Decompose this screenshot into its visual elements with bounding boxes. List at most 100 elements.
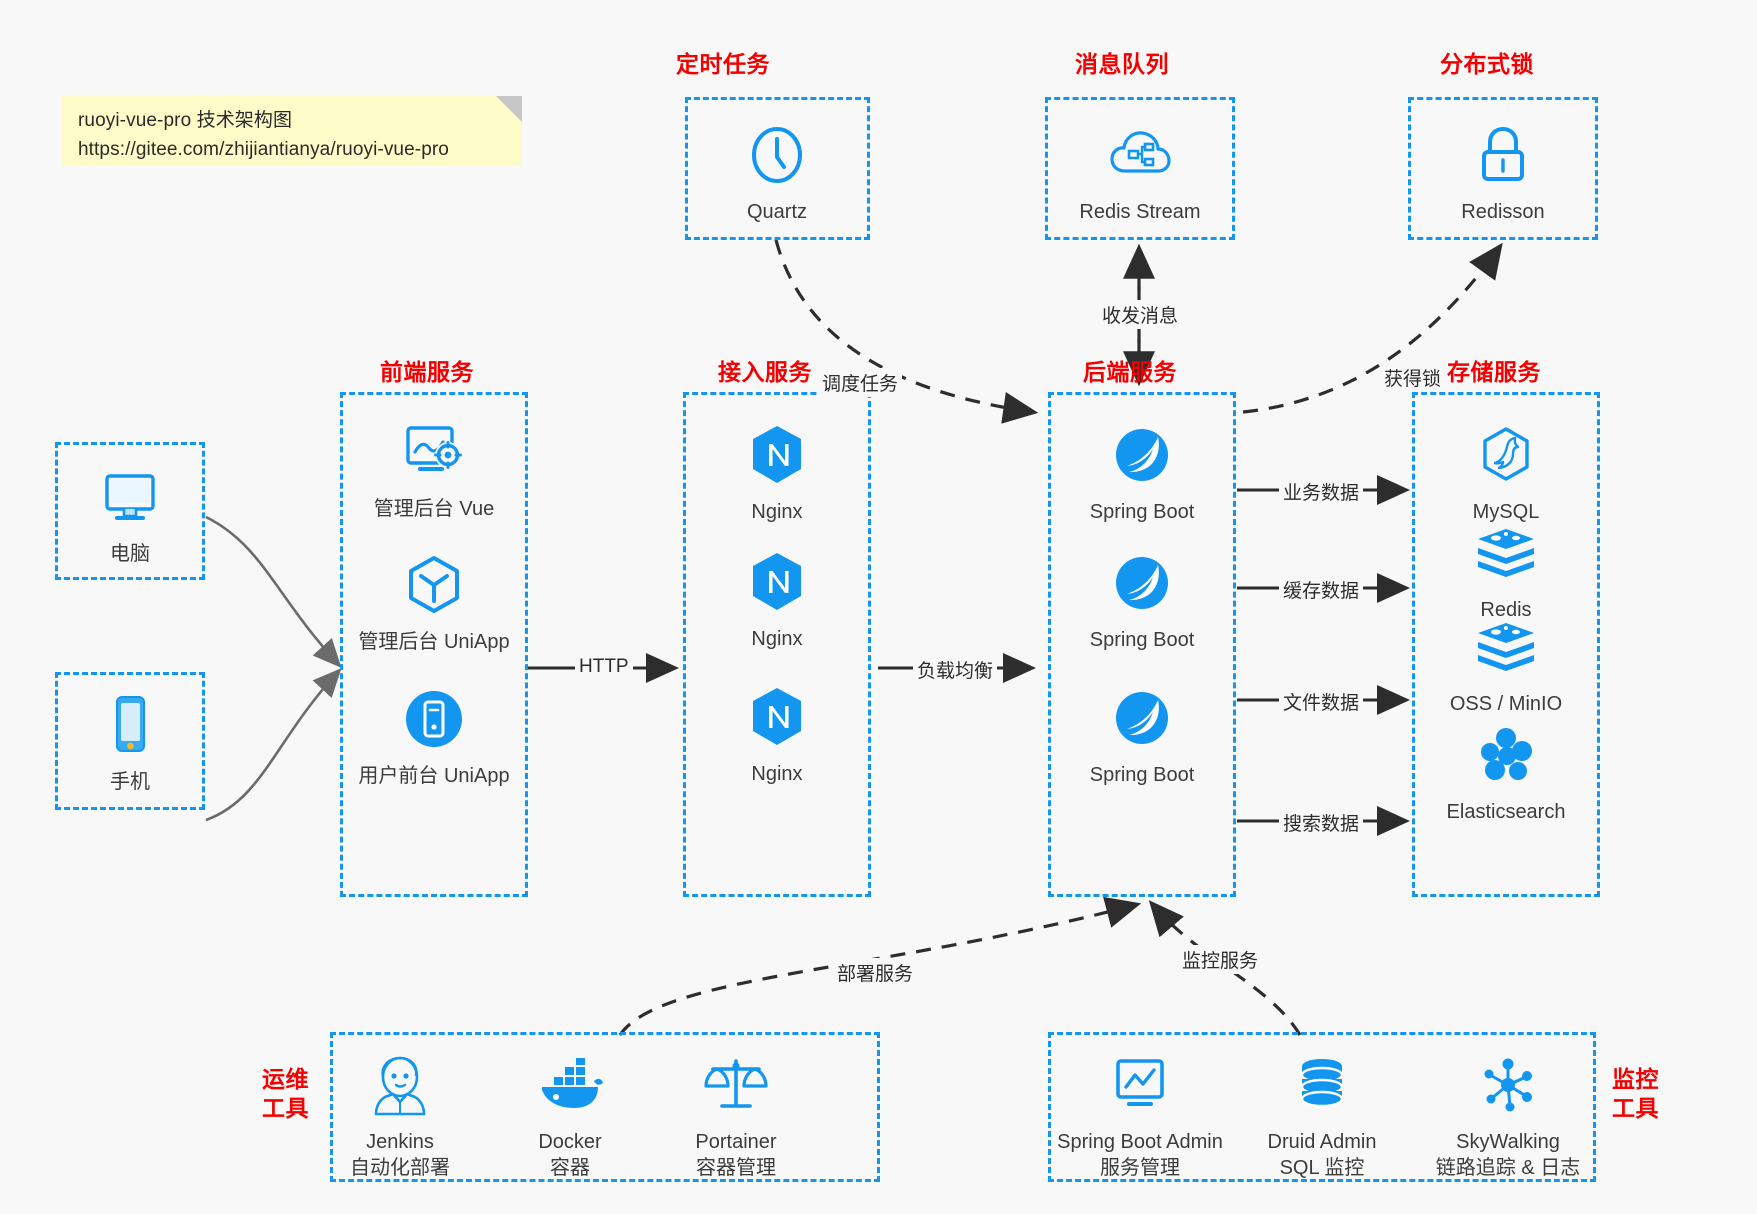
elasticsearch-icon [1411,718,1601,792]
box-gateway [683,392,871,897]
edge-label-message: 收发消息 [1098,300,1183,329]
node-sublabel: 自动化部署 [350,1157,450,1179]
node-sublabel: 容器管理 [696,1157,776,1179]
box-client-mobile [55,672,205,810]
node-label: 手机 [110,771,150,793]
edge-label-schedule: 调度任务 [818,368,903,397]
note-fold-corner [496,96,522,122]
node-quartz: Quartz [682,118,872,225]
cloud-stream-icon [1045,118,1235,192]
box-storage [1412,392,1600,897]
edge-label-acquire-lock: 获得锁 [1380,363,1446,392]
scales-icon [656,1048,816,1122]
caption-mq: 消息队列 [1075,51,1169,77]
node-elasticsearch: Elasticsearch [1411,718,1601,825]
node-label: Jenkins [366,1131,434,1153]
caption-monitor: 监控 工具 [1612,1065,1659,1124]
node-mobile: 手机 [35,688,225,795]
jenkins-icon [320,1048,480,1122]
node-druid-admin: Druid Admin SQL 监控 [1232,1048,1412,1181]
box-scheduler [685,97,870,240]
node-nginx-1: Nginx [682,418,872,525]
box-client-desktop [55,442,205,580]
caption-monitor-line1: 监控 [1612,1066,1659,1092]
node-user-uniapp: 用户前台 UniApp [339,682,529,789]
clock-icon [682,118,872,192]
node-label: Nginx [751,628,803,650]
box-lock [1408,97,1598,240]
edge-label-deploy: 部署服务 [833,958,918,987]
uniapp-cube-icon [339,548,529,622]
edge-label-http: HTTP [575,655,633,679]
spring-boot-icon [1047,681,1237,755]
node-portainer: Portainer 容器管理 [656,1048,816,1181]
edge-label-load-balance: 负载均衡 [913,655,998,684]
node-mysql: MySQL [1411,418,1601,525]
node-label: Spring Boot Admin [1057,1131,1223,1153]
node-label: 管理后台 UniApp [358,631,510,653]
diagram-note: ruoyi-vue-pro 技术架构图 https://gitee.com/zh… [62,96,522,166]
caption-devops-line1: 运维 [262,1066,309,1092]
note-url: https://gitee.com/zhijiantianya/ruoyi-vu… [78,138,449,160]
edge-label-biz-data: 业务数据 [1279,477,1364,506]
box-mq [1045,97,1235,240]
node-label: Quartz [746,201,808,223]
edge-label-search-data: 搜索数据 [1279,808,1364,837]
node-label: SkyWalking [1456,1131,1560,1153]
node-spring-boot-1: Spring Boot [1047,418,1237,525]
mysql-icon [1411,418,1601,492]
docker-whale-icon [490,1048,650,1122]
node-label: Spring Boot [1089,501,1195,523]
caption-storage: 存储服务 [1447,359,1541,385]
caption-backend: 后端服务 [1083,359,1177,385]
nginx-icon [682,680,872,754]
node-redis: Redis [1411,516,1601,623]
node-nginx-3: Nginx [682,680,872,787]
desktop-monitor-icon [35,460,225,534]
node-label: Redis Stream [1079,201,1201,223]
node-admin-vue: 管理后台 Vue [339,415,529,522]
caption-devops: 运维 工具 [262,1065,309,1124]
caption-devops-line2: 工具 [262,1095,309,1122]
node-redisson: Redisson [1408,118,1598,225]
node-admin-uniapp: 管理后台 UniApp [339,548,529,655]
database-stack-icon [1232,1048,1412,1122]
node-label: Elasticsearch [1446,801,1566,823]
node-nginx-2: Nginx [682,545,872,652]
edge-label-cache-data: 缓存数据 [1279,575,1364,604]
node-label: 用户前台 UniApp [358,765,510,787]
node-sublabel: 容器 [550,1157,590,1179]
caption-scheduler: 定时任务 [676,51,770,77]
caption-gateway: 接入服务 [718,359,812,385]
caption-monitor-line2: 工具 [1612,1095,1659,1122]
nginx-icon [682,418,872,492]
node-label: Nginx [751,763,803,785]
node-oss-minio: OSS / MinIO [1411,610,1601,717]
node-label: Nginx [751,501,803,523]
node-label: MySQL [1472,501,1540,523]
node-spring-boot-2: Spring Boot [1047,546,1237,653]
mobile-app-icon [339,682,529,756]
node-label: 管理后台 Vue [373,498,495,520]
node-redis-stream: Redis Stream [1045,118,1235,225]
admin-dashboard-icon [339,415,529,489]
node-label: Spring Boot [1089,764,1195,786]
node-label: OSS / MinIO [1449,693,1563,715]
edge-label-file-data: 文件数据 [1279,687,1364,716]
padlock-icon [1408,118,1598,192]
node-sublabel: 服务管理 [1100,1157,1180,1179]
node-label: Redisson [1461,201,1545,223]
node-label: Redis [1480,599,1532,621]
box-backend [1048,392,1236,897]
node-jenkins: Jenkins 自动化部署 [320,1048,480,1181]
node-skywalking: SkyWalking 链路追踪 & 日志 [1418,1048,1598,1181]
nginx-icon [682,545,872,619]
node-label: Portainer [695,1131,777,1153]
node-label: Spring Boot [1089,629,1195,651]
redis-icon [1411,516,1601,590]
monitor-chart-icon [1040,1048,1240,1122]
note-title: ruoyi-vue-pro 技术架构图 [78,110,293,131]
mobile-phone-icon [35,688,225,762]
node-desktop: 电脑 [35,460,225,567]
edge-label-monitoring: 监控服务 [1178,945,1263,974]
